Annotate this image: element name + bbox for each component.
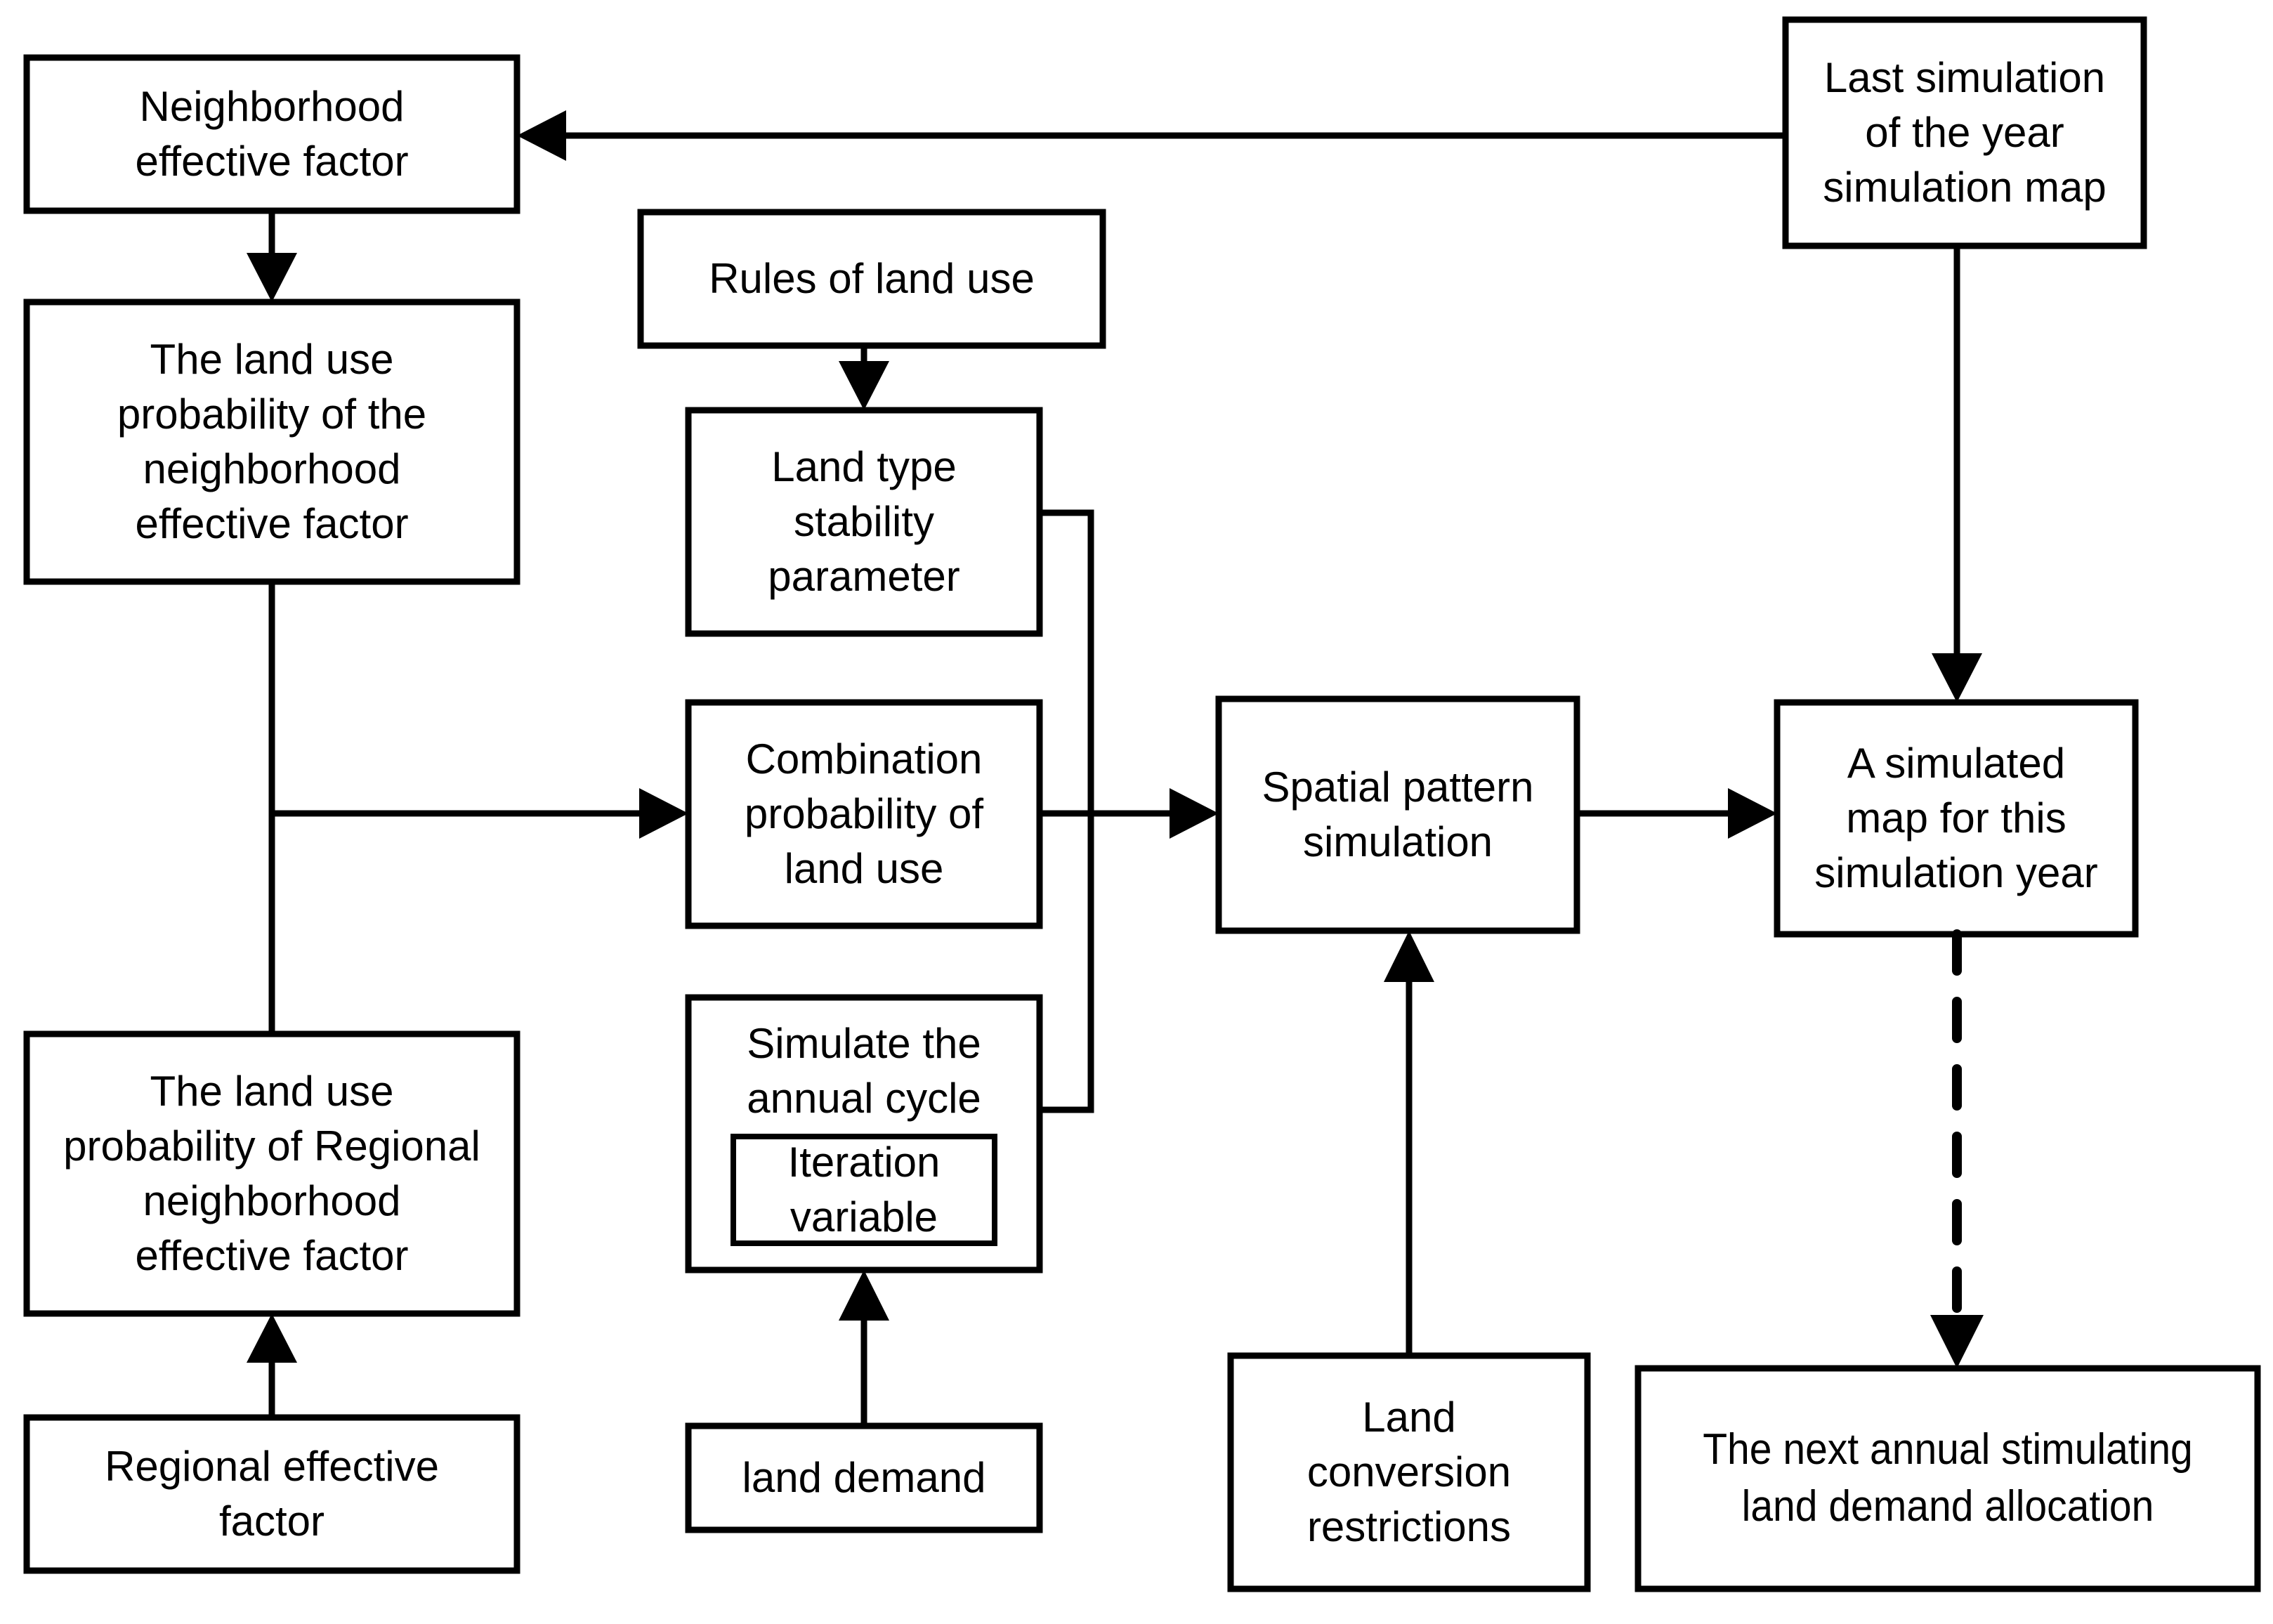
node-land-use-probability-regional[interactable] — [23, 1030, 520, 1317]
node-combination-probability-land-use[interactable] — [685, 699, 1043, 929]
node-land-use-probability-neighborhood[interactable] — [23, 299, 520, 585]
edge-annual-cycle-to-bus — [1040, 813, 1094, 1113]
edge-land-type-to-bus — [1040, 509, 1094, 813]
arrowhead-restrictions-to-spatial — [1384, 931, 1434, 982]
arrowhead-combination-to-spatial — [1170, 788, 1219, 839]
arrowhead-rules-to-land-type — [839, 361, 889, 410]
node-simulated-map-this-year[interactable] — [1774, 699, 2139, 938]
node-spatial-pattern-simulation[interactable] — [1215, 695, 1580, 934]
arrowhead-land-demand-to-annual-cycle — [839, 1270, 889, 1321]
node-iteration-variable[interactable] — [731, 1134, 997, 1246]
node-next-annual-land-demand-allocation[interactable] — [1635, 1365, 2261, 1592]
arrowhead-regional-factor-to-regional-probability — [247, 1314, 297, 1363]
node-regional-effective-factor[interactable] — [23, 1414, 520, 1574]
node-land-type-stability-parameter[interactable] — [685, 407, 1043, 637]
arrowhead-trunk-to-combination — [639, 788, 688, 839]
arrowhead-last-map-to-neighborhood — [517, 110, 566, 161]
arrowhead-last-map-to-simulated-map — [1932, 653, 1982, 702]
node-neighborhood-effective-factor[interactable] — [23, 54, 520, 214]
arrowhead-simulated-map-to-next-allocation — [1930, 1315, 1984, 1368]
arrowhead-neighborhood-to-probability — [247, 253, 297, 302]
node-land-demand[interactable] — [685, 1422, 1043, 1533]
arrowhead-spatial-to-simulated-map — [1728, 788, 1777, 839]
node-land-conversion-restrictions[interactable] — [1227, 1352, 1591, 1592]
node-rules-of-land-use[interactable] — [637, 209, 1106, 349]
node-last-simulation-of-year-map[interactable] — [1782, 16, 2147, 249]
